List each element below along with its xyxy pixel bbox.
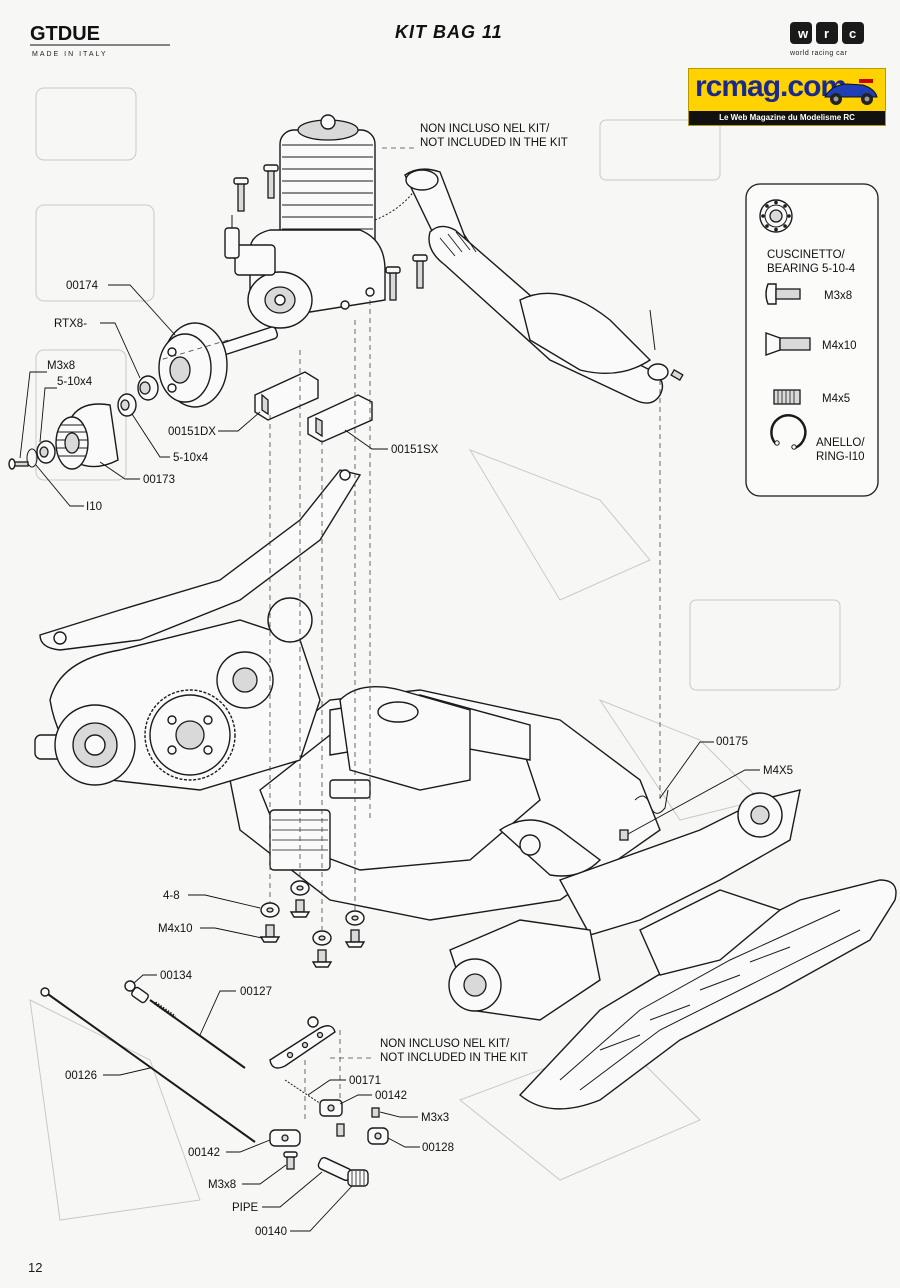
svg-text:c: c	[849, 26, 856, 41]
servo-horn	[269, 1016, 336, 1069]
callout-00151dx: 00151DX	[168, 426, 216, 438]
tank-spring-00175	[634, 789, 669, 814]
stopper-00142-right	[319, 1099, 345, 1137]
grub-screw-m3x3	[371, 1107, 380, 1118]
screw-m3x8-linkage	[283, 1151, 298, 1170]
legend-ring-label-2: RING-I10	[816, 451, 865, 463]
legend-m3x8-label: M3x8	[824, 290, 852, 302]
washers-4-8	[260, 880, 365, 946]
exhaust-system	[374, 168, 684, 404]
countersunk-screw-m4x10-icon	[765, 332, 811, 356]
assembly-dash-lines	[159, 300, 661, 1120]
not-included-note-bottom: NON INCLUSO NEL KIT/ NOT INCLUDED IN THE…	[330, 1038, 528, 1064]
ball-end-00134	[124, 980, 149, 1004]
callout-4-8: 4-8	[163, 890, 180, 902]
bearing-5-10x4-upper	[117, 393, 137, 417]
callout-00140: 00140	[255, 1226, 287, 1238]
front-bumper	[518, 879, 897, 1110]
rod-00127	[149, 999, 246, 1069]
engine	[217, 114, 386, 356]
callout-00174: 00174	[66, 280, 99, 292]
rc-car-icon	[824, 79, 878, 105]
not-included-bottom-line2: NOT INCLUDED IN THE KIT	[380, 1052, 528, 1064]
chassis	[229, 685, 661, 921]
legend-bearing-label-2: BEARING 5-10-4	[767, 263, 856, 275]
callout-00171: 00171	[349, 1075, 381, 1087]
knurled-nut-00140	[347, 1169, 369, 1187]
not-included-note-top: NON INCLUSO NEL KIT/ NOT INCLUDED IN THE…	[382, 123, 568, 149]
wrc-tagline: world racing car	[789, 50, 848, 57]
front-suspension	[448, 789, 801, 1021]
screws-m4x10-chassis	[259, 899, 366, 968]
callout-5-10x4-top: 5-10x4	[57, 376, 93, 388]
gtdue-logo: GTDUE MADE IN ITALY	[30, 23, 170, 58]
rcmag-watermark: rcmag.com Le Web Magazine du Modelisme R…	[688, 68, 886, 126]
rear-gearbox	[34, 597, 321, 791]
callouts: 00174 RTX8- M3x8 5-10x4 5-10x4 00173 I10…	[19, 280, 793, 1238]
clutch-bell-00173	[55, 403, 119, 470]
svg-text:w: w	[797, 26, 809, 41]
collar-00128	[367, 1127, 389, 1145]
top-brace	[39, 469, 362, 651]
callout-00128: 00128	[422, 1142, 454, 1154]
callout-5-10x4-bottom: 5-10x4	[173, 452, 209, 464]
rod-00126	[40, 987, 256, 1143]
legend-m4x5-label: M4x5	[822, 393, 850, 405]
callout-pipe: PIPE	[232, 1202, 259, 1214]
callout-m3x8-linkage: M3x8	[208, 1179, 236, 1191]
callout-i10: I10	[86, 501, 102, 513]
not-included-top-line1: NON INCLUSO NEL KIT/	[420, 123, 550, 135]
page-title: KIT BAG 11	[395, 22, 503, 42]
callout-00173: 00173	[143, 474, 175, 486]
clutch-nut-rtx8	[137, 375, 159, 401]
callout-00127: 00127	[240, 986, 272, 998]
grub-screw-m4x5-chassis	[619, 829, 629, 841]
page-number: 12	[28, 1260, 43, 1275]
gtdue-brand-name: GTDUE	[30, 23, 100, 45]
callout-m4x10: M4x10	[158, 923, 193, 935]
callout-m4x5: M4X5	[763, 765, 793, 777]
callout-00151sx: 00151SX	[391, 444, 439, 456]
callout-00142-right: 00142	[375, 1090, 407, 1102]
svg-text:r: r	[824, 26, 829, 41]
rcmag-subtitle: Le Web Magazine du Modelisme RC	[689, 111, 885, 125]
bearing-icon	[759, 199, 793, 233]
callout-00175: 00175	[716, 736, 748, 748]
callout-00134: 00134	[160, 970, 193, 982]
rcmag-site-name: rcmag.com	[695, 70, 847, 103]
engine-mount-00151sx	[307, 394, 373, 443]
bearing-5-10x4-lower	[36, 440, 56, 464]
grub-screw-m4x5-icon	[773, 389, 801, 405]
not-included-top-line2: NOT INCLUDED IN THE KIT	[420, 137, 568, 149]
snap-ring-icon	[770, 414, 807, 450]
cap-screw-m3x8-icon	[765, 283, 801, 305]
legend-bearing-label-1: CUSCINETTO/	[767, 249, 846, 261]
screw-m3x8-clutch	[8, 458, 29, 470]
callout-rtx8: RTX8-	[54, 318, 87, 330]
callout-00126: 00126	[65, 1070, 97, 1082]
ring-i10	[26, 448, 38, 468]
legend-m4x10-label: M4x10	[822, 340, 857, 352]
callout-m3x3: M3x3	[421, 1112, 449, 1124]
hardware-legend: CUSCINETTO/ BEARING 5-10-4 M3x8 M4x10 M4…	[745, 183, 879, 497]
engine-head-screws	[233, 164, 428, 301]
stopper-00142-left	[269, 1129, 301, 1147]
wrc-logo: w r c world racing car	[789, 22, 864, 57]
gtdue-tagline: MADE IN ITALY	[32, 51, 108, 58]
callout-00142-left: 00142	[188, 1147, 220, 1159]
callout-m3x8-clutch: M3x8	[47, 360, 75, 372]
not-included-bottom-line1: NON INCLUSO NEL KIT/	[380, 1038, 510, 1050]
flywheel-00174	[158, 322, 228, 408]
engine-mount-00151dx	[254, 371, 319, 421]
legend-ring-label-1: ANELLO/	[816, 437, 865, 449]
